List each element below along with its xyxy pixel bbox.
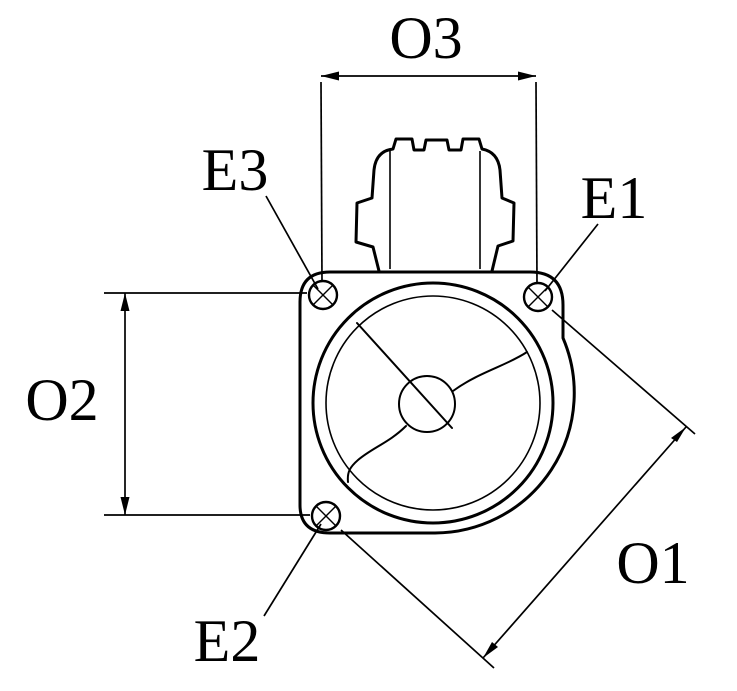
callout-e3-group: E3 — [202, 137, 319, 290]
o3-right-extension-line — [535, 81, 538, 285]
e1-leader-line — [544, 223, 599, 292]
hole-e3-cross-2 — [312, 284, 334, 306]
o3-left-arrowhead-icon — [321, 71, 339, 81]
o1-upper-arrowhead-icon — [671, 427, 686, 442]
interior-curve-lower — [346, 425, 407, 483]
label-o2: O2 — [25, 367, 98, 433]
o1-dimension-line — [482, 426, 687, 659]
hole-e2-cross-2 — [315, 505, 337, 527]
hole-e1-circle — [522, 281, 554, 313]
o2-top-arrowhead-icon — [120, 293, 130, 311]
starter-motor-front-view — [298, 137, 576, 535]
mounting-hole-e2 — [310, 500, 342, 532]
o1-lower-arrowhead-icon — [483, 642, 498, 658]
callout-e1-group: E1 — [544, 165, 648, 292]
label-e3: E3 — [202, 137, 269, 203]
mounting-hole-e3 — [307, 279, 339, 311]
shaft-circle — [398, 375, 456, 433]
o2-bottom-arrowhead-icon — [120, 497, 130, 515]
o1-lower-extension-line — [340, 529, 495, 669]
motor-body-circle — [311, 281, 555, 525]
o1-upper-extension-line — [551, 309, 696, 435]
dimension-o3-group: O3 — [320, 5, 538, 285]
label-e1: E1 — [581, 165, 648, 231]
dimension-o2-group: O2 — [25, 292, 310, 516]
dimension-o1-group: O1 — [340, 309, 696, 669]
o3-left-extension-line — [320, 81, 323, 283]
label-o3: O3 — [389, 5, 462, 71]
o3-right-arrowhead-icon — [518, 71, 536, 81]
label-e2: E2 — [194, 608, 261, 674]
callout-e2-group: E2 — [194, 523, 322, 674]
e3-leader-line — [265, 195, 319, 290]
e2-leader-line — [263, 523, 322, 617]
solenoid-outline — [354, 137, 516, 273]
motor-body-inner-ring — [325, 295, 541, 511]
interior-curve-upper — [452, 351, 528, 392]
hole-e2-circle — [310, 500, 342, 532]
flange-outline — [298, 270, 576, 535]
hole-e3-circle — [307, 279, 339, 311]
label-o1: O1 — [616, 530, 689, 596]
interior-diagonal-line — [356, 322, 453, 429]
